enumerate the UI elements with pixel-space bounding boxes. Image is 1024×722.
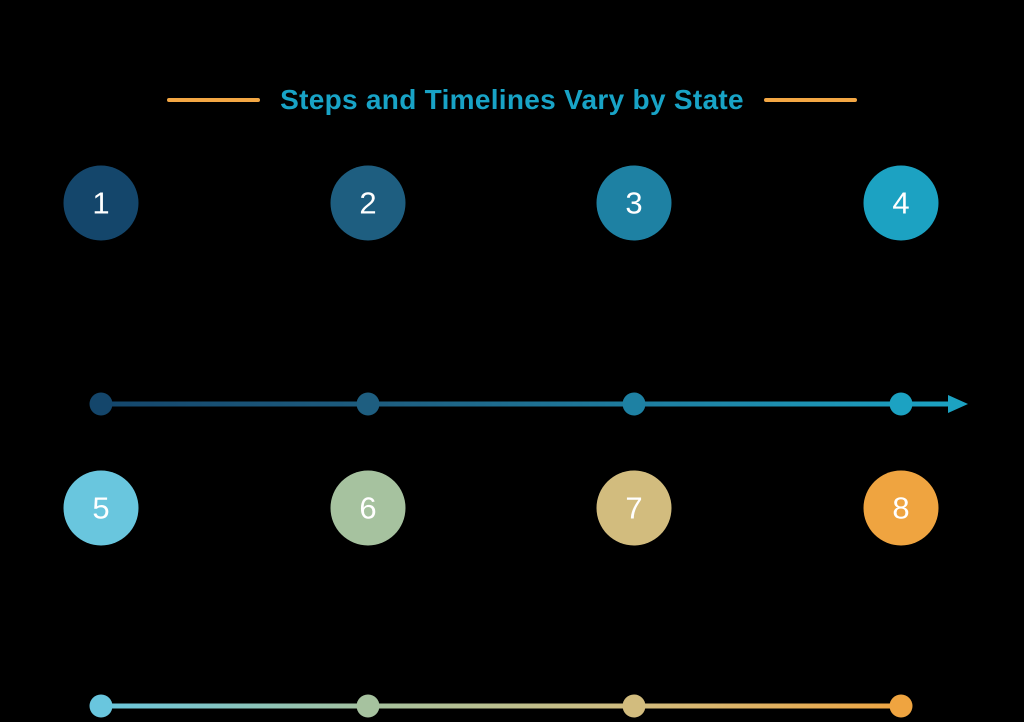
timeline-2-dot-1 [89, 694, 113, 718]
page-title: Steps and Timelines Vary by State [280, 84, 744, 115]
title-dash-left [167, 98, 261, 102]
title-dash-right [763, 98, 857, 102]
timeline-1-line [100, 401, 950, 407]
timeline-2-dot-4 [889, 694, 913, 718]
step-circle-8: 8 [863, 470, 939, 546]
timeline-1-dot-2 [356, 392, 380, 416]
step-circle-3: 3 [596, 165, 672, 241]
step-circle-2: 2 [330, 165, 406, 241]
timeline-2-dot-2 [356, 694, 380, 718]
timeline-1-dot-3 [622, 392, 646, 416]
timeline-1-dot-4 [889, 392, 913, 416]
step-circle-1: 1 [63, 165, 139, 241]
timeline-1-arrow-icon [948, 395, 968, 413]
timeline-2-dot-3 [622, 694, 646, 718]
step-circle-7: 7 [596, 470, 672, 546]
step-circle-5: 5 [63, 470, 139, 546]
timeline-1-dot-1 [89, 392, 113, 416]
step-circle-4: 4 [863, 165, 939, 241]
timeline-2-line [100, 703, 912, 709]
step-circle-6: 6 [330, 470, 406, 546]
title-row: Steps and Timelines Vary by State [0, 84, 1024, 116]
